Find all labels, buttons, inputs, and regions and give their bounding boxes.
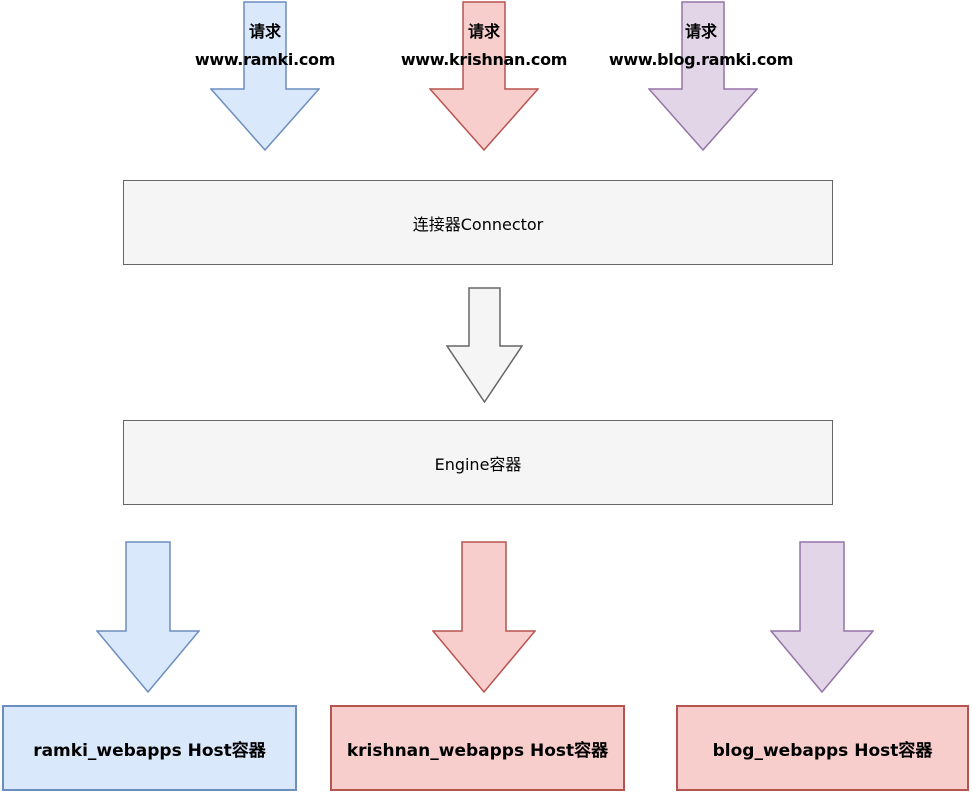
request-arrow-krishnan	[429, 1, 539, 151]
engine-to-krishnan-arrow	[432, 541, 536, 693]
host-label: krishnan_webapps Host容器	[346, 740, 609, 761]
host-box-blog: blog_webapps Host容器	[676, 705, 969, 791]
down-arrow-icon	[96, 541, 200, 693]
engine-label: Engine容器	[434, 454, 522, 474]
down-arrow-icon	[429, 1, 539, 151]
connector-label: 连接器Connector	[412, 214, 544, 234]
down-arrow-icon	[432, 541, 536, 693]
host-box-krishnan: krishnan_webapps Host容器	[330, 705, 625, 791]
host-box-ramki: ramki_webapps Host容器	[2, 705, 297, 791]
engine-box: Engine容器	[123, 420, 833, 505]
host-label: ramki_webapps Host容器	[33, 740, 266, 761]
request-arrow-blog	[648, 1, 758, 151]
request-arrow-ramki	[210, 1, 320, 151]
down-arrow-icon	[648, 1, 758, 151]
down-arrow-icon	[770, 541, 874, 693]
connector-box: 连接器Connector	[123, 180, 833, 265]
connector-to-engine-arrow	[446, 287, 523, 403]
host-label: blog_webapps Host容器	[712, 740, 933, 761]
down-arrow-icon	[210, 1, 320, 151]
engine-to-ramki-arrow	[96, 541, 200, 693]
down-arrow-icon	[446, 287, 523, 403]
engine-to-blog-arrow	[770, 541, 874, 693]
